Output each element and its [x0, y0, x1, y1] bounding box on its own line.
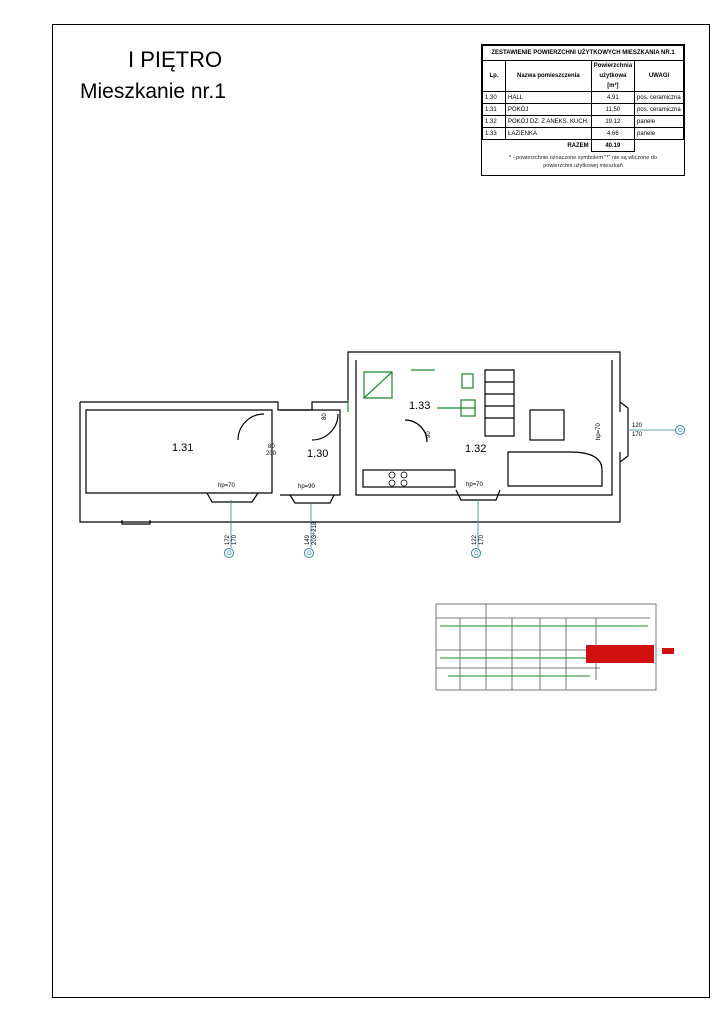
sill-height: hp=70 [218, 483, 236, 489]
area-summary-table: ZESTAWIENIE POWIERZCHNI UŻYTKOWYCH MIESZ… [481, 44, 685, 176]
total-value: 40.19 [590, 139, 636, 152]
key-plan-highlight [586, 645, 654, 663]
footnote-line: * - powierzchnie oznaczone symbolem "*" … [509, 155, 657, 161]
burner [388, 471, 396, 479]
window-bay [289, 494, 335, 504]
key-plan-arrow [662, 648, 674, 654]
burner [400, 479, 408, 487]
outer-wall [79, 351, 621, 523]
window-width: 120 [632, 423, 643, 429]
burner [388, 479, 396, 487]
key-plan-fixtures [440, 625, 648, 677]
stair-curve [507, 451, 603, 487]
room-label: 1.32 [465, 443, 486, 455]
window-bay [206, 492, 259, 503]
window-width: 149 [305, 534, 311, 545]
window-mark [224, 548, 234, 558]
window-width: 172 [225, 534, 231, 545]
door-width: 90 [426, 431, 432, 438]
room-outline-1-30 [280, 409, 341, 496]
window-mark-label: O [307, 551, 312, 557]
sill-height: hp=70 [596, 422, 602, 440]
table-footnote: * - powierzchnie oznaczone symbolem "*" … [482, 152, 684, 170]
door-width: 80 [322, 413, 328, 420]
table-row: 1.33 ŁAZIENKA 4.66 panele [482, 127, 684, 140]
row-lp: 1.33 [482, 127, 506, 140]
window-height: 203÷218 [312, 521, 318, 545]
burner [400, 471, 408, 479]
landing [529, 409, 565, 441]
sill-height: hp=90 [298, 484, 316, 490]
window-bay [619, 401, 629, 463]
key-plan [435, 603, 674, 691]
floor-title: I PIĘTRO [128, 47, 223, 72]
total-row: RAZEM 40.19 [483, 139, 684, 152]
row-lp: 1.31 [482, 103, 506, 116]
window-height: 170 [632, 432, 643, 438]
footnote-line: powierzchni użytkowej mieszkań [543, 163, 623, 169]
window-mark-label: O [474, 551, 479, 557]
window-bay [455, 489, 501, 501]
window-mark-label: O [678, 428, 683, 434]
apartment-title: Mieszkanie nr.1 [80, 80, 226, 103]
room-outline-1-32 [355, 360, 613, 496]
window-mark [304, 548, 314, 558]
window-height: 170 [479, 534, 485, 545]
window-height: 170 [232, 534, 238, 545]
wall-niche [121, 520, 151, 525]
window-mark [471, 548, 481, 558]
shower [363, 371, 393, 399]
room-label: 1.31 [172, 442, 193, 454]
room-label: 1.33 [409, 400, 430, 412]
drawing-sheet [52, 24, 710, 998]
toilet [461, 373, 474, 389]
door-swing [237, 413, 265, 441]
staircase [484, 369, 515, 437]
column-header-lp: Lp. [482, 60, 506, 92]
door-swing [404, 419, 428, 443]
door-height: 200 [266, 451, 277, 457]
room-label: 1.30 [307, 448, 328, 460]
sill-height: hp=70 [466, 482, 484, 488]
total-label: RAZEM [567, 142, 589, 149]
window-mark [675, 425, 685, 435]
row-name: ŁAZIENKA [505, 127, 592, 140]
door-swing [311, 413, 339, 441]
window-mark-label: O [227, 551, 232, 557]
table-row: 1.31 POKÓJ 11.50 pos. ceramiczna [482, 103, 684, 116]
row-note: panele [634, 127, 684, 140]
room-outline-1-31 [85, 409, 273, 494]
row-area: 4.66 [590, 127, 636, 140]
window-width: 122 [472, 534, 478, 545]
door-width: 80 [268, 444, 275, 450]
plumbing-line [347, 369, 476, 412]
kitchen-counter [362, 469, 456, 488]
key-plan-outline [435, 603, 657, 691]
column-header-area: Powierzchnia użytkowa [m²] [590, 60, 636, 92]
